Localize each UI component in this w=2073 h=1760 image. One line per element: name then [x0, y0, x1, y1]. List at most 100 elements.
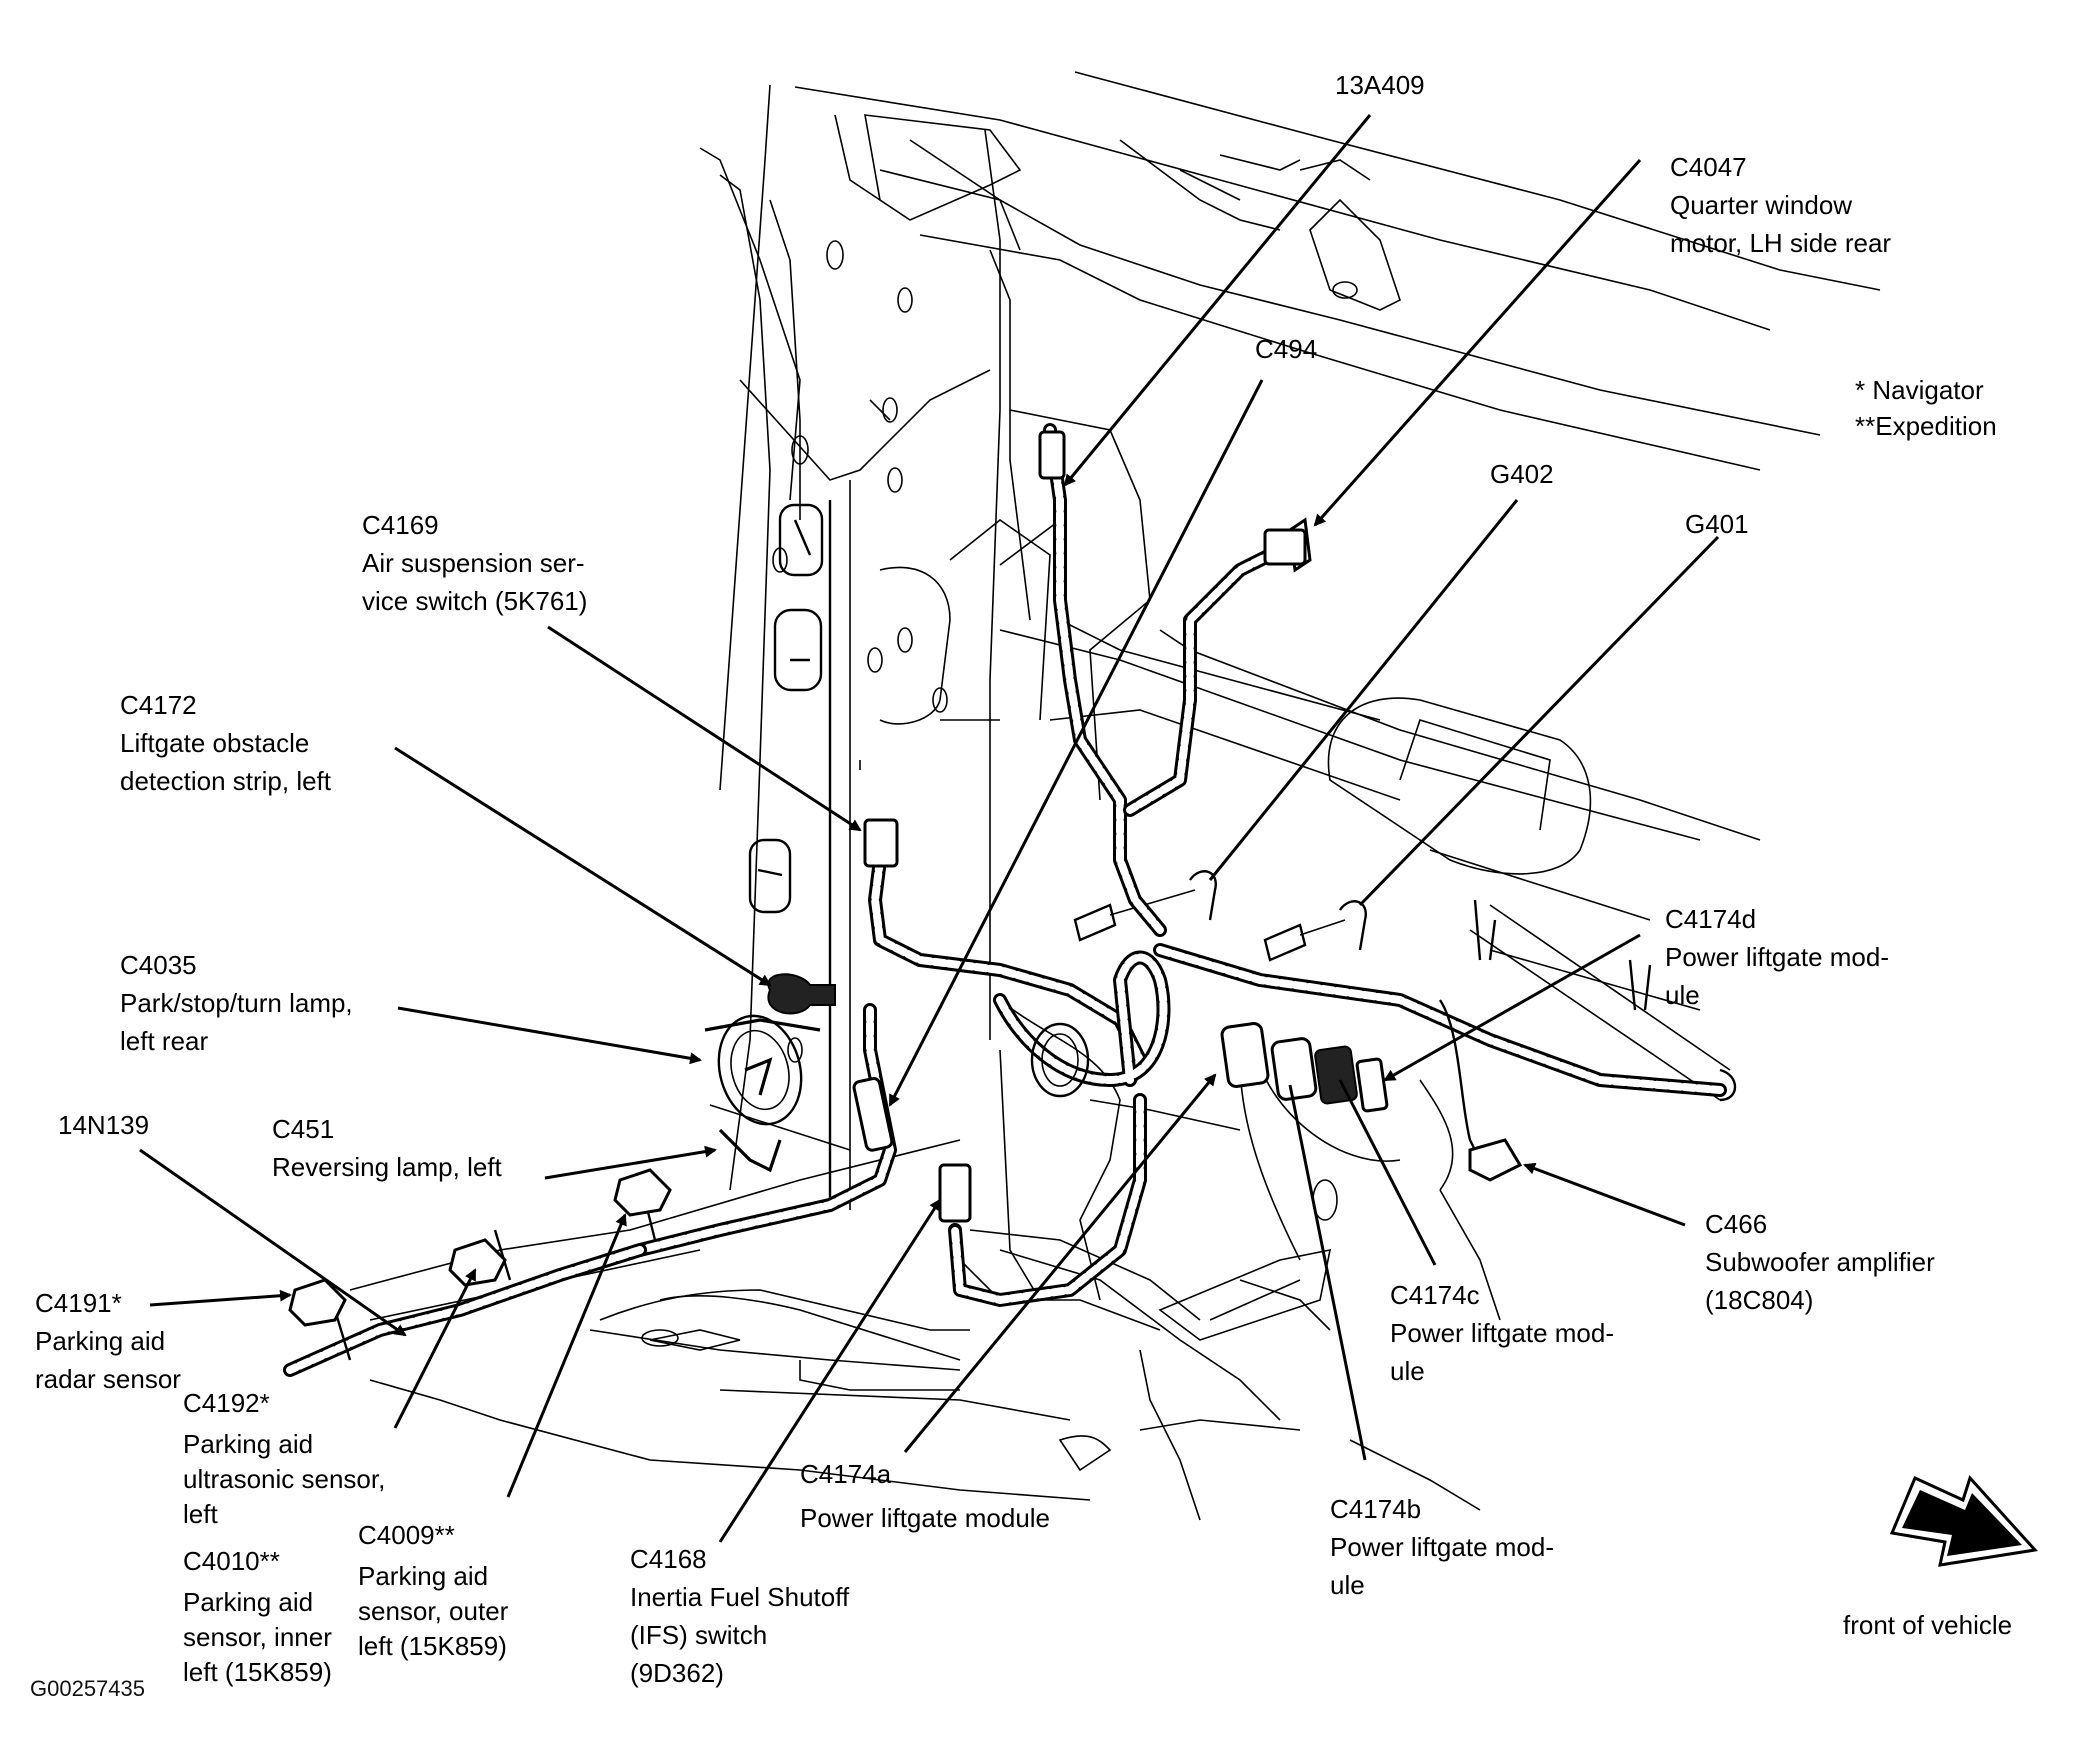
leader-c4174c: [1338, 1079, 1437, 1266]
callout-c451: C451 Reversing lamp, left: [272, 1110, 502, 1186]
callout-code: C451: [272, 1114, 335, 1144]
callout-desc-line: detection strip, left: [120, 766, 331, 796]
callout-desc-line: sensor, inner: [183, 1622, 332, 1652]
callout-desc-line: ultrasonic sensor,: [183, 1464, 386, 1494]
callout-code: C4174a: [800, 1459, 892, 1489]
callout-14n139: 14N139: [58, 1106, 149, 1144]
callout-c4169: C4169 Air suspension ser- vice switch (5…: [362, 506, 587, 620]
callout-desc-line: Inertia Fuel Shutoff: [630, 1582, 850, 1612]
callout-c4174c: C4174c Power liftgate mod- ule: [1390, 1276, 1614, 1390]
leader-c4035: [397, 1006, 702, 1065]
callout-c494: C494: [1255, 330, 1317, 368]
callout-desc-line: Power liftgate mod-: [1390, 1318, 1614, 1348]
leader-c4047: [1313, 159, 1642, 527]
leader-g401: [1358, 535, 1720, 907]
callout-g401: G401: [1685, 505, 1749, 543]
leader-c494: [888, 379, 1264, 1107]
callout-desc-line: ule: [1330, 1570, 1365, 1600]
callout-desc-line: left (15K859): [358, 1631, 507, 1661]
callout-desc-line: (9D362): [630, 1658, 724, 1688]
callout-desc-line: motor, LH side rear: [1670, 228, 1892, 258]
leader-c4191: [149, 1289, 292, 1307]
callout-c4010: C4010** Parking aid sensor, inner left (…: [183, 1544, 332, 1690]
callout-desc-line: (18C804): [1705, 1285, 1814, 1315]
callout-code: C4168: [630, 1544, 707, 1574]
callout-desc-line: Park/stop/turn lamp,: [120, 988, 353, 1018]
callout-code: C4174c: [1390, 1280, 1480, 1310]
callout-13a409: 13A409: [1335, 66, 1425, 104]
callout-c4174a: C4174a Power liftgate module: [800, 1452, 1050, 1540]
leader-c4174a: [903, 1073, 1217, 1453]
leader-lines: [139, 114, 1720, 1543]
callout-desc-line: left rear: [120, 1026, 209, 1056]
callout-code: C4035: [120, 950, 197, 980]
leader-c4172: [394, 746, 772, 987]
legend-notes: * Navigator **Expedition: [1855, 372, 1997, 444]
callout-c4047: C4047 Quarter window motor, LH side rear: [1670, 148, 1891, 262]
callout-c4174b: C4174b Power liftgate mod- ule: [1330, 1490, 1554, 1604]
callout-code: C4174d: [1665, 904, 1757, 934]
callout-code: C4047: [1670, 152, 1747, 182]
leader-13a409: [1063, 114, 1372, 487]
figure-id: G00257435: [30, 1676, 145, 1701]
body-structure: [349, 71, 1881, 1521]
callout-desc-line: Quarter window: [1670, 190, 1853, 220]
leader-g402: [1208, 499, 1519, 881]
callout-code: C4169: [362, 510, 439, 540]
callout-desc-line: Parking aid: [358, 1561, 489, 1591]
callout-code: C4010**: [183, 1546, 280, 1576]
callout-c4172: C4172 Liftgate obstacle detection strip,…: [120, 686, 331, 800]
connectors: [288, 430, 1523, 1327]
leader-c4009: [506, 1213, 627, 1498]
front-of-vehicle-label: front of vehicle: [1843, 1610, 2013, 1640]
callout-desc-line: left (15K859): [183, 1657, 332, 1687]
callout-c4168: C4168 Inertia Fuel Shutoff (IFS) switch …: [630, 1540, 849, 1692]
leader-c4174d: [1383, 933, 1641, 1082]
leader-c4169: [547, 625, 862, 832]
callout-code: C4192*: [183, 1388, 270, 1418]
note-navigator: * Navigator: [1855, 375, 1984, 405]
callout-desc-line: Power liftgate mod-: [1665, 942, 1889, 972]
callout-code: C4009**: [358, 1520, 455, 1550]
callout-code: C494: [1255, 334, 1318, 364]
callout-c4192: C4192* Parking aid ultrasonic sensor, le…: [183, 1386, 385, 1532]
callout-desc-line: Air suspension ser-: [362, 548, 585, 578]
leader-14n139: [139, 1148, 407, 1337]
callout-desc-line: ule: [1665, 980, 1700, 1010]
callout-desc-line: Parking aid: [35, 1326, 166, 1356]
leader-c4174b: [1288, 1084, 1367, 1461]
callout-c4035: C4035 Park/stop/turn lamp, left rear: [120, 946, 353, 1060]
callout-desc-line: Liftgate obstacle: [120, 728, 310, 758]
callout-c4174d: C4174d Power liftgate mod- ule: [1665, 900, 1889, 1014]
callout-desc-line: ule: [1390, 1356, 1425, 1386]
callout-g402: G402: [1490, 455, 1554, 493]
callout-desc-line: Power liftgate mod-: [1330, 1532, 1554, 1562]
callout-desc-line: Parking aid: [183, 1429, 314, 1459]
callout-c4009: C4009** Parking aid sensor, outer left (…: [358, 1518, 508, 1664]
callout-desc-line: vice switch (5K761): [362, 586, 588, 616]
callout-desc-line: sensor, outer: [358, 1596, 509, 1626]
callout-code: 13A409: [1335, 70, 1425, 100]
callout-code: C466: [1705, 1209, 1768, 1239]
callout-desc-line: Subwoofer amplifier: [1705, 1247, 1935, 1277]
callout-code: C4174b: [1330, 1494, 1422, 1524]
leader-c4168: [718, 1198, 942, 1543]
callout-c466: C466 Subwoofer amplifier (18C804): [1705, 1205, 1935, 1319]
leader-c466: [1523, 1162, 1686, 1227]
callout-desc-line: left: [183, 1499, 218, 1529]
callout-c4191: C4191* Parking aid radar sensor: [35, 1284, 181, 1398]
callout-code: 14N139: [58, 1110, 150, 1140]
front-arrow-icon: [1889, 1475, 2038, 1567]
leader-c4192: [393, 1268, 477, 1429]
callout-desc-line: Power liftgate module: [800, 1503, 1051, 1533]
callout-code: G401: [1685, 509, 1749, 539]
leader-c451: [544, 1145, 717, 1180]
wiring-harness: [283, 423, 1727, 1377]
callout-code: C4172: [120, 690, 197, 720]
callout-desc-line: (IFS) switch: [630, 1620, 768, 1650]
callout-desc-line: Parking aid: [183, 1587, 314, 1617]
note-expedition: **Expedition: [1855, 411, 1997, 441]
callout-code: G402: [1490, 459, 1554, 489]
callout-code: C4191*: [35, 1288, 122, 1318]
